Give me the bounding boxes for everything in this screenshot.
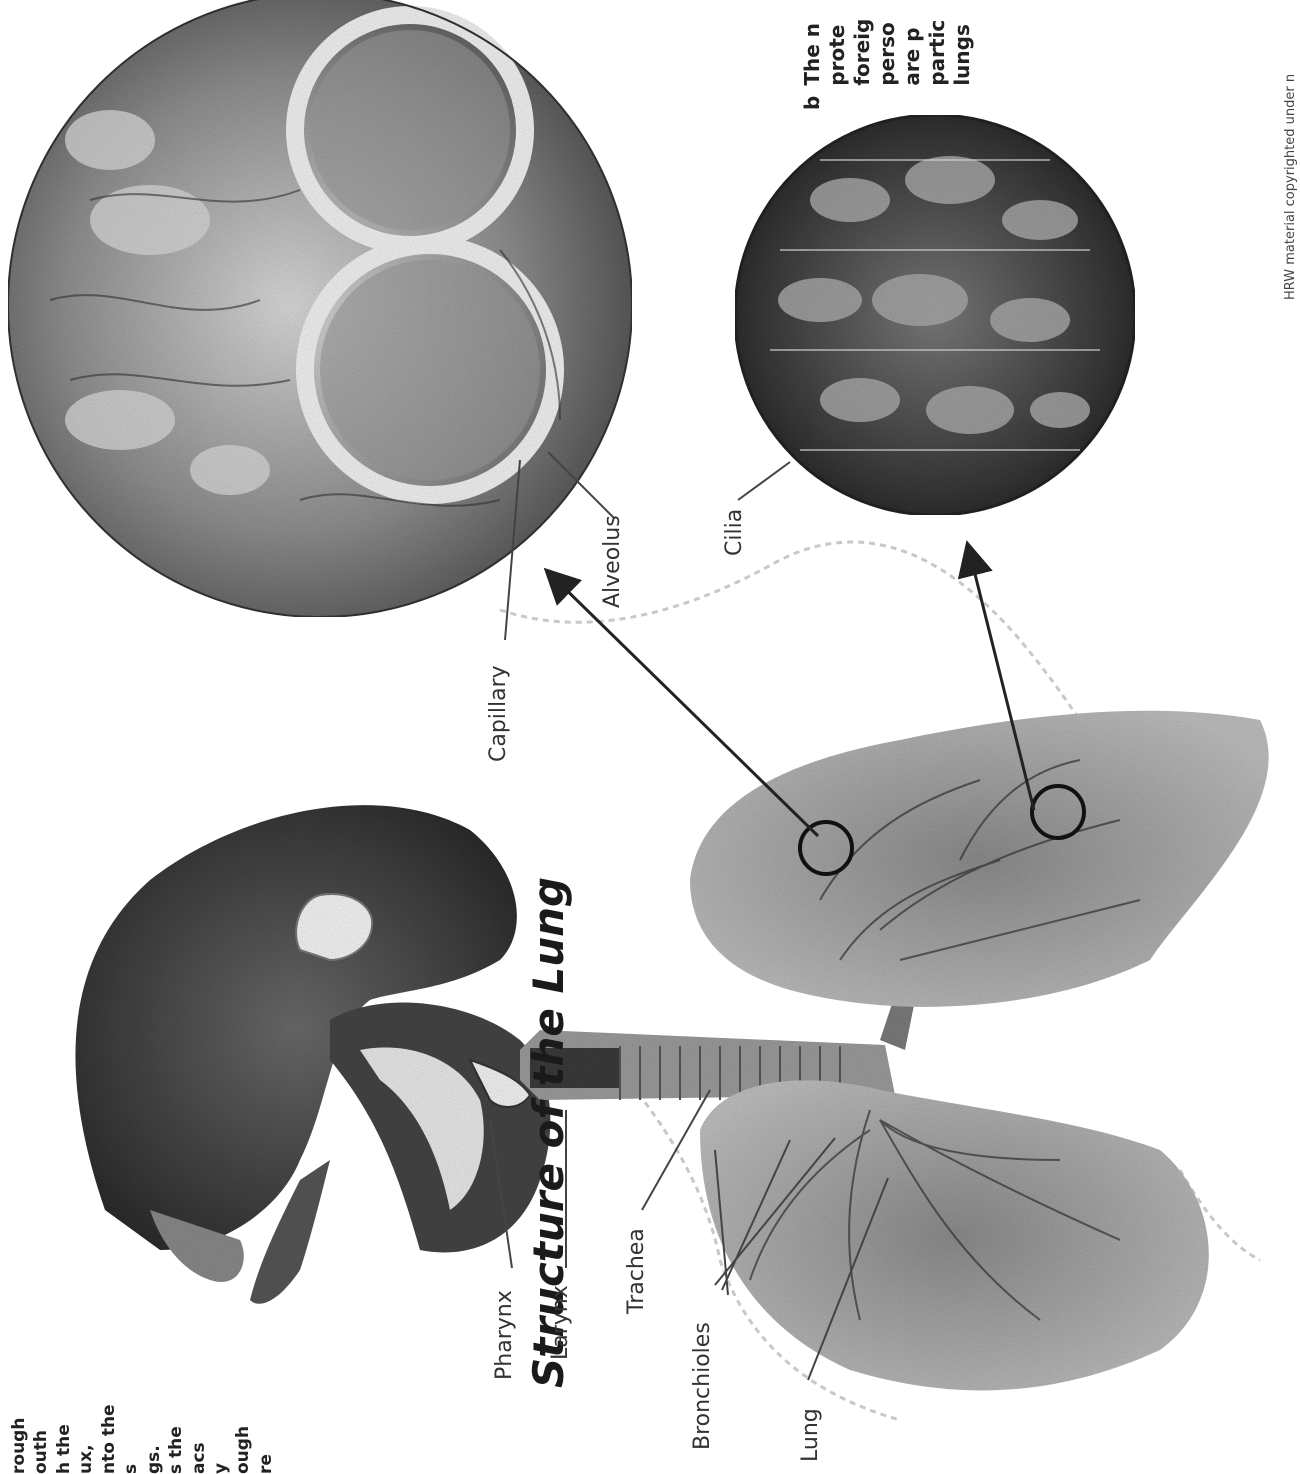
label-trachea: Trachea: [626, 1228, 648, 1314]
body-line: rough: [8, 1174, 30, 1474]
label-bronchioles: Bronchioles: [692, 1322, 714, 1450]
alveolus-magnified-circle: [8, 0, 632, 617]
label-cilia: Cilia: [724, 509, 746, 556]
note-line: prote: [825, 19, 850, 86]
body-line: nto the: [98, 1174, 120, 1474]
cilia-magnified-circle: [735, 115, 1135, 515]
label-lung: Lung: [800, 1408, 822, 1462]
body-line: gs.: [143, 1174, 165, 1474]
copyright-notice: HRW material copyrighted under n: [1284, 74, 1297, 300]
lower-lung: [700, 1080, 1209, 1390]
body-line: ux,: [75, 1174, 97, 1474]
note-line: perso: [875, 19, 900, 86]
alveolus-arrow: [548, 572, 818, 836]
right-note: b The n prote foreig perso are p partic …: [800, 0, 975, 110]
body-line: h the: [53, 1174, 75, 1474]
note-line: partic: [925, 19, 950, 86]
note-marker: b: [800, 96, 975, 110]
left-body-text: rough outh h the ux, nto the s gs. s the…: [8, 1174, 277, 1474]
body-line: re: [255, 1174, 277, 1474]
label-larynx: Larynx: [550, 1285, 572, 1360]
label-pharynx: Pharynx: [494, 1290, 516, 1380]
note-line: are p: [900, 19, 925, 86]
note-line: lungs: [950, 19, 975, 86]
label-capillary: Capillary: [488, 665, 510, 762]
upper-lung: [690, 711, 1269, 1007]
body-line: s: [120, 1174, 142, 1474]
body-line: y: [210, 1174, 232, 1474]
note-line: foreig: [850, 19, 875, 86]
body-line: acs: [188, 1174, 210, 1474]
label-alveolus: Alveolus: [602, 515, 624, 608]
note-line: The n: [800, 19, 825, 86]
body-line: outh: [30, 1174, 52, 1474]
body-line: ough: [232, 1174, 254, 1474]
body-line: s the: [165, 1174, 187, 1474]
